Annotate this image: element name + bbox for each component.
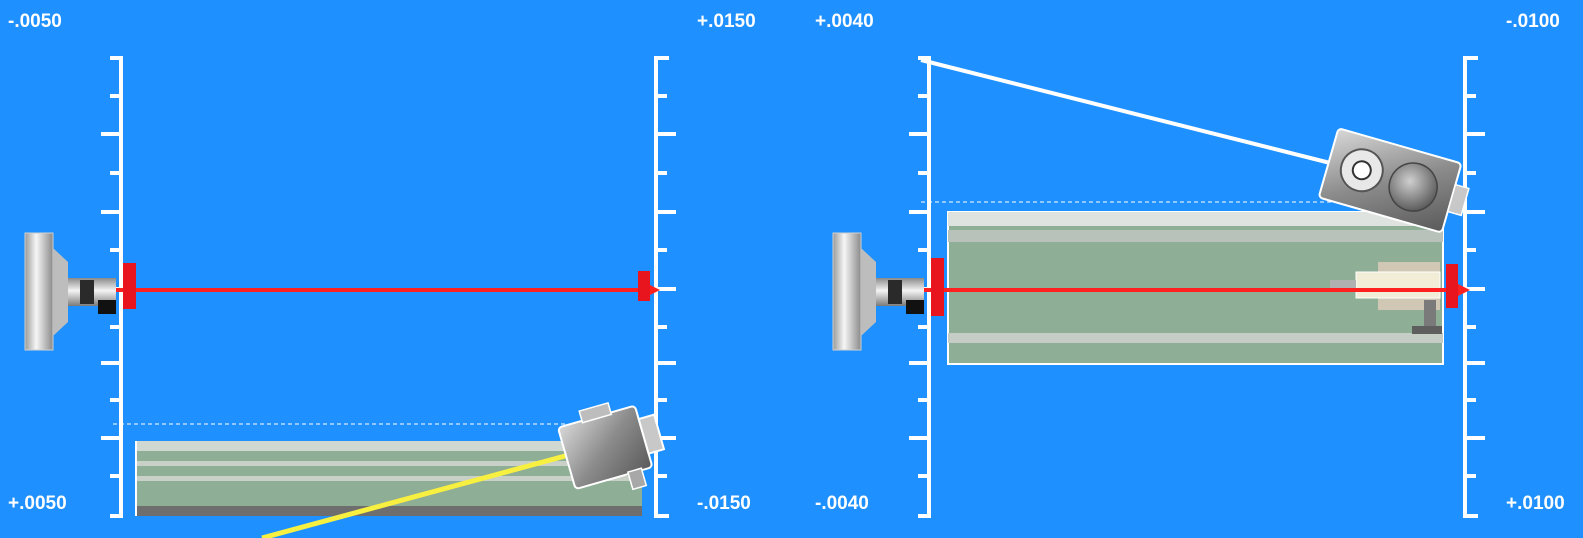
left-top-right-label: +.0150 [697,11,756,32]
left-emitter-marker [123,263,136,309]
angular-retroreflector-icon[interactable] [555,392,672,505]
right-deflected-beam [920,58,1351,170]
laser-emitter-icon[interactable] [24,232,116,351]
left-beam-arrowhead [648,284,660,296]
laser-emitter-icon[interactable] [832,232,924,351]
right-bottom-right-label: +.0100 [1506,493,1565,514]
right-bottom-left-label: -.0040 [815,493,869,514]
right-target-marker [1446,264,1458,308]
left-bottom-right-label: -.0150 [697,493,751,514]
right-panel-right-scale [1463,56,1485,518]
right-top-right-label: -.0100 [1506,11,1560,32]
left-top-left-label: -.0050 [8,11,62,32]
right-emitter-marker [931,258,944,316]
right-top-left-label: +.0040 [815,11,874,32]
angular-retroreflector-icon[interactable] [1318,128,1475,236]
left-bottom-left-label: +.0050 [8,493,67,514]
linear-interferometer-icon[interactable] [1330,262,1442,334]
right-beam-arrowhead [1458,284,1470,296]
left-target-marker [638,271,650,301]
left-reflected-beam [261,449,581,538]
